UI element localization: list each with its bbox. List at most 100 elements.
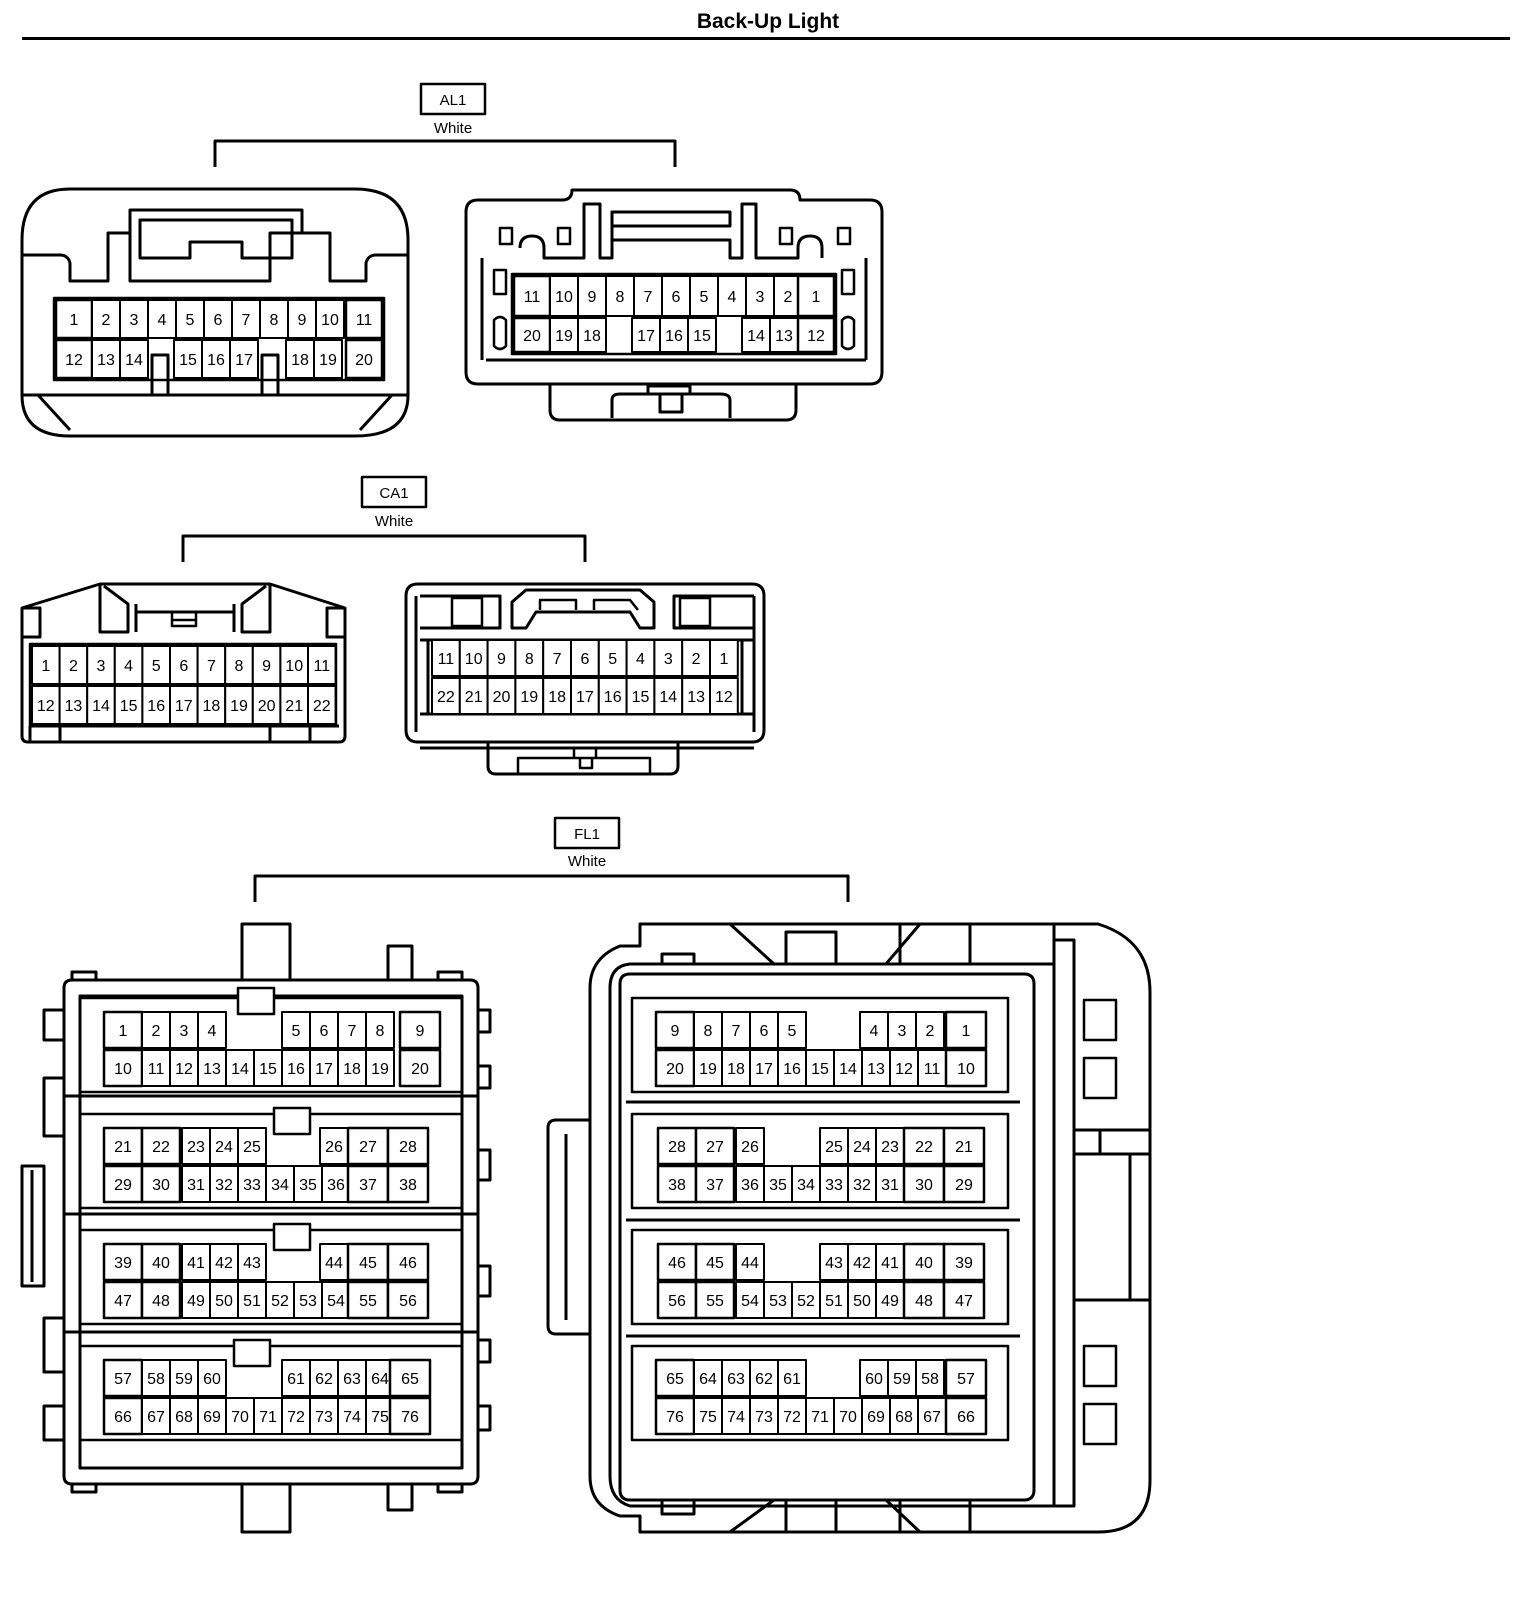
pin-number: 16 [665,328,683,345]
pin-number: 6 [672,289,681,306]
pin-cavity: 5 [281,1011,311,1049]
pin-cavity: 15 [805,1049,835,1087]
pin-cavity: 10 [315,299,345,339]
pin-box [512,274,552,318]
pin-number: 8 [235,658,244,675]
pin-cavity: 4 [625,639,656,677]
pin-cavity: 18 [542,677,573,715]
latch-tab [272,1222,312,1252]
pin-number: 16 [147,698,165,715]
pin-number: 7 [732,1023,741,1040]
pin-number: 14 [125,352,143,369]
pin-number: 23 [187,1139,205,1156]
pin-box [915,1359,945,1397]
pin-number: 66 [114,1409,132,1426]
pin-number: 68 [895,1409,913,1426]
pin-cavity: 4 [197,1011,227,1049]
pin-number: 11 [313,658,330,675]
pin-cavity: 10 [549,275,579,317]
pin-number: 48 [152,1293,170,1310]
pin-cavity: 39 [102,1242,144,1282]
pin-cavity: 25 [819,1127,849,1165]
pin-box [597,639,628,677]
pin-number: 35 [769,1177,787,1194]
pin-cavity: 31 [875,1165,905,1203]
pin-cavity: 10 [458,639,489,677]
pin-cavity: 11 [344,298,384,340]
pin-cavity: 28 [656,1126,698,1166]
pin-number: 53 [299,1293,317,1310]
pin-cavity: 12 [796,316,836,354]
pin-number: 13 [97,352,115,369]
pin-box [102,1242,144,1282]
pin-cavity: 12 [31,685,61,725]
pin-box [196,645,227,685]
pin-number: 29 [955,1177,973,1194]
connector-label-box [360,475,428,509]
pin-number: 32 [215,1177,233,1194]
pin-cavity: 30 [902,1164,946,1204]
pin-cavity: 72 [777,1397,807,1435]
pin-cavity: 26 [319,1127,349,1165]
pin-cavity: 17 [229,339,259,379]
pin-number: 18 [343,1061,361,1078]
latch-tab [272,1106,312,1136]
pin-cavity: 68 [169,1397,199,1435]
pin-box [694,1126,736,1166]
pin-box [570,677,600,715]
pin-number: 21 [465,689,483,706]
pin-cavity: 24 [209,1127,239,1165]
pin-box [735,1165,765,1203]
pin-cavity: 1 [102,1010,144,1050]
pin-number: 19 [555,328,573,345]
pin-box [169,685,199,725]
pin-box [253,1049,283,1087]
pin-box [861,1049,891,1087]
pin-cavity: 8 [224,645,254,685]
pin-cavity: 35 [293,1165,323,1203]
pin-cavity: 43 [237,1243,267,1281]
pin-box [173,339,203,379]
pin-number: 11 [524,289,541,306]
connector-ca1-left-housing [20,582,347,744]
pin-number: 20 [666,1061,684,1078]
pin-cavity: 49 [181,1281,211,1319]
pin-cavity: 48 [902,1280,946,1320]
pin-number: 21 [285,698,303,715]
pin-number: 67 [923,1409,941,1426]
pin-number: 12 [807,328,825,345]
pin-box [140,1126,182,1166]
pin-number: 28 [668,1139,686,1156]
pin-cavity: 16 [141,685,171,725]
pin-cavity: 7 [542,639,573,677]
pin-cavity: 62 [309,1359,339,1397]
pin-block [28,642,338,728]
pin-cavity: 58 [141,1359,171,1397]
pin-number: 24 [215,1139,233,1156]
pin-box [169,1397,199,1435]
pin-cavity: 74 [337,1397,367,1435]
pin-box [141,685,171,725]
pin-number: 23 [881,1139,899,1156]
pin-cavity: 48 [140,1280,182,1320]
pin-cavity: 4 [859,1011,889,1049]
pin-number: 76 [401,1409,419,1426]
pin-number: 2 [926,1023,935,1040]
pin-number: 7 [207,658,216,675]
pin-number: 15 [120,698,138,715]
pin-cavity: 55 [346,1280,390,1320]
pin-cavity: 13 [769,317,799,353]
pin-number: 66 [957,1409,975,1426]
pin-cavity: 30 [140,1164,182,1204]
pin-box [259,299,289,339]
pin-number: 17 [315,1061,333,1078]
pin-box [942,1280,986,1320]
connector-label: AL1 [440,92,467,109]
pin-box [917,1397,947,1435]
pin-cavity: 8 [259,299,289,339]
pin-cavity: 21 [458,677,489,715]
pin-box [197,1049,227,1087]
pin-cavity: 76 [388,1396,432,1436]
pin-box [875,1243,905,1281]
pin-cavity: 22 [902,1126,946,1166]
